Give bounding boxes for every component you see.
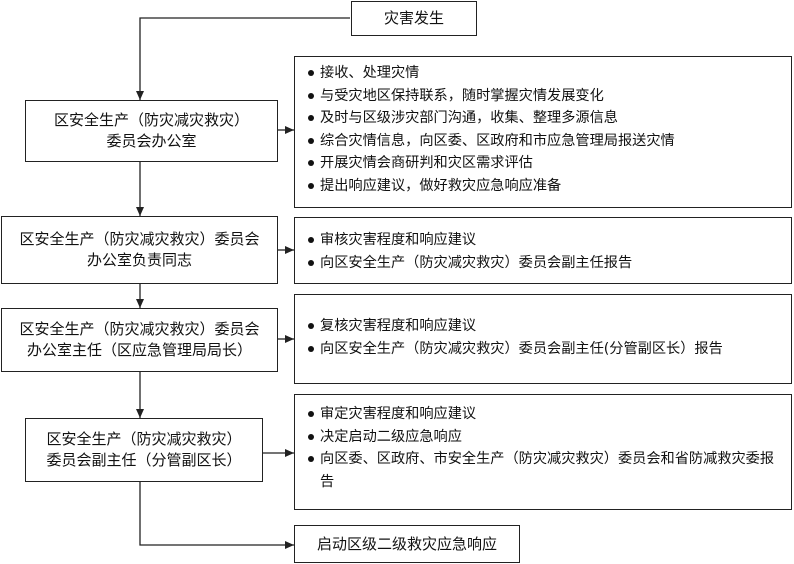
node-deputy-director-line-1: 区安全生产（防灾减灾救灾） — [46, 430, 242, 448]
start-label: 灾害发生 — [383, 9, 444, 27]
arrow-node4-to-end — [139, 482, 294, 549]
list-item: 向区委、区政府、市安全生产（防灾减灾救灾）委员会和省防减救灾委报告 — [305, 448, 781, 493]
list-item: 开展灾情会商研判和灾区需求评估 — [305, 152, 781, 175]
list-office-tasks: 接收、处理灾情 与受灾地区保持联系，随时掌握灾情发展变化 及时与区级涉灾部门沟通… — [294, 56, 792, 208]
arrow-start-to-node1 — [136, 17, 350, 100]
node-office-lead: 区安全生产（防灾减灾救灾）委员会 办公室负责同志 — [1, 216, 278, 284]
node-office: 区安全生产（防灾减灾救灾） 委员会办公室 — [25, 100, 278, 162]
list-item: 接收、处理灾情 — [305, 62, 781, 85]
list-item: 向区安全生产（防灾减灾救灾）委员会副主任(分管副区长）报告 — [305, 338, 781, 361]
list-item: 决定启动二级应急响应 — [305, 426, 781, 449]
list-office-director-tasks: 复核灾害程度和响应建议 向区安全生产（防灾减灾救灾）委员会副主任(分管副区长）报… — [294, 294, 792, 384]
list-item: 综合灾情信息，向区委、区政府和市应急管理局报送灾情 — [305, 130, 781, 153]
node-office-lead-line-1: 区安全生产（防灾减灾救灾）委员会 — [19, 230, 260, 248]
list-deputy-director-tasks: 审定灾害程度和响应建议 决定启动二级应急响应 向区委、区政府、市安全生产（防灾减… — [294, 394, 792, 510]
node-office-director-line-1: 区安全生产（防灾减灾救灾）委员会 — [19, 320, 260, 338]
node-deputy-director-line-2: 委员会副主任（分管副区长） — [46, 451, 242, 469]
start-box: 灾害发生 — [351, 1, 477, 36]
node-office-line-2: 委员会办公室 — [106, 132, 197, 150]
list-item: 审定灾害程度和响应建议 — [305, 403, 781, 426]
list-item: 与受灾地区保持联系，随时掌握灾情发展变化 — [305, 85, 781, 108]
node-office-director: 区安全生产（防灾减灾救灾）委员会 办公室主任（区应急管理局局长） — [1, 308, 278, 372]
node-office-line-1: 区安全生产（防灾减灾救灾） — [53, 111, 249, 129]
node-deputy-director: 区安全生产（防灾减灾救灾） 委员会副主任（分管副区长） — [25, 418, 263, 482]
list-item: 复核灾害程度和响应建议 — [305, 315, 781, 338]
end-label: 启动区级二级救灾应急响应 — [316, 534, 497, 553]
list-item: 审核灾害程度和响应建议 — [305, 229, 781, 252]
node-office-director-line-2: 办公室主任（区应急管理局局长） — [26, 341, 252, 359]
list-item: 向区安全生产（防灾减灾救灾）委员会副主任报告 — [305, 252, 781, 275]
list-item: 提出响应建议，做好救灾应急响应准备 — [305, 175, 781, 198]
list-office-lead-tasks: 审核灾害程度和响应建议 向区安全生产（防灾减灾救灾）委员会副主任报告 — [294, 217, 792, 284]
end-box: 启动区级二级救灾应急响应 — [294, 525, 520, 563]
list-item: 及时与区级涉灾部门沟通，收集、整理多源信息 — [305, 107, 781, 130]
node-office-lead-line-2: 办公室负责同志 — [86, 251, 192, 269]
